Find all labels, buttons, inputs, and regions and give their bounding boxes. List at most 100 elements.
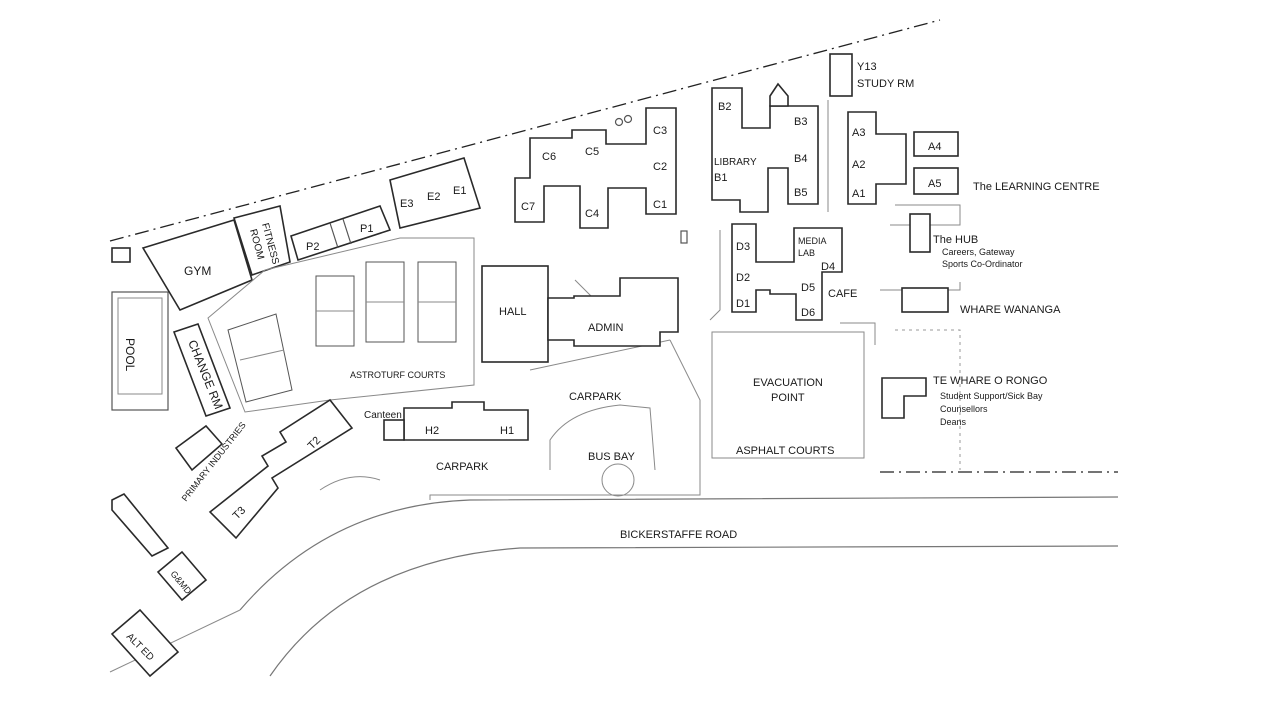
tennis-court-1 [227,313,293,403]
label-c1: C1 [653,199,667,211]
label-p1: P1 [360,223,373,235]
label-e2: E2 [427,191,440,203]
campus-path-10 [709,230,721,321]
label-h1: H1 [500,425,514,437]
canteen-building [383,419,405,441]
a-block [847,111,907,205]
p-block-divider-1 [329,222,339,249]
a5-room [913,167,959,195]
boundary-dotted [895,329,961,470]
label-te-whare-sub-3: Deans [940,417,967,427]
t-block [208,398,354,540]
pool-inner [117,297,163,395]
bickerstaffe-road-edge-south [269,545,1119,677]
label-d1: D1 [736,298,750,310]
label-a1: A1 [852,188,865,200]
label-c2: C2 [653,161,667,173]
tree-marker-2 [623,114,633,124]
label-e3: E3 [400,198,413,210]
label-canteen: Canteen [364,410,402,421]
bickerstaffe-road-edge-north [239,496,1119,611]
e-block [389,157,482,229]
d-block [731,223,843,321]
label-point: POINT [771,392,805,404]
label-whare-wananga: WHARE WANANGA [960,304,1061,316]
label-te-whare: TE WHARE O RONGO [933,375,1048,387]
label-gym: GYM [184,264,211,278]
h-block [403,401,529,441]
fitness-room-building [232,205,291,277]
label-learning-centre: The LEARNING CENTRE [973,181,1100,193]
label-d3: D3 [736,241,750,253]
c-block [514,107,677,229]
hub-building [909,213,931,253]
y13-study-room [829,53,853,97]
label-astroturf: ASTROTURF COURTS [350,370,445,380]
label-library: LIBRARY [714,157,757,168]
label-d5: D5 [801,282,815,294]
label-d6: D6 [801,307,815,319]
label-te-whare-sub-2: Counsellors [940,404,988,414]
label-te-whare-sub-1: Student Support/Sick Bay [940,391,1043,401]
change-room-building [172,322,232,418]
label-a4: A4 [928,141,941,153]
a4-room [913,131,959,157]
label-b5: B5 [794,187,807,199]
gym-building [141,218,253,312]
campus-path-2 [429,470,701,500]
label-b3: B3 [794,116,807,128]
p-block-divider-2 [342,218,352,245]
label-p2: P2 [306,241,319,253]
label-hub: The HUB [933,234,978,246]
label-pool: POOL [123,338,137,372]
tennis-court-1-net [239,349,285,361]
alt-ed-building [110,608,180,678]
label-h2: H2 [425,425,439,437]
b-block [711,87,819,213]
label-c3: C3 [653,125,667,137]
campus-path-5 [319,476,381,491]
label-c4: C4 [585,208,599,220]
label-asphalt-courts: ASPHALT COURTS [736,445,834,457]
label-c5: C5 [585,146,599,158]
bus-bay-roundabout [601,463,635,497]
label-hall: HALL [499,306,527,318]
label-e1: E1 [453,185,466,197]
admin-building [547,277,679,347]
campus-path-3 [549,404,656,471]
gmd-building [156,550,208,602]
label-c6: C6 [542,151,556,163]
b-block-annex [769,82,789,107]
label-y13: Y13 [857,61,877,73]
small-shed [111,247,131,263]
lower-left-building [111,492,170,557]
tree-marker-1 [614,117,624,127]
campus-path-4 [669,339,701,470]
te-whare-o-rongo-building [881,377,927,419]
astroturf-area [207,237,475,413]
pool-outer [111,291,169,411]
label-hub-sub-2: Sports Co-Ordinator [942,259,1023,269]
label-a2: A2 [852,159,865,171]
label-evacuation: EVACUATION [753,377,823,389]
label-a3: A3 [852,127,865,139]
label-c7: C7 [521,201,535,213]
label-study-rm: STUDY RM [857,78,914,90]
p-block [290,205,392,262]
label-bickerstaffe-road: BICKERSTAFFE ROAD [620,529,737,541]
boundary-line-north [109,19,941,242]
label-d4: D4 [821,261,835,273]
campus-path-1 [109,609,241,673]
primary-industries-building [174,424,224,472]
label-cafe: CAFE [828,288,857,300]
label-lab: LAB [798,248,815,258]
label-carpark-2: CARPARK [436,461,489,473]
small-marker [680,230,688,244]
label-hub-sub-1: Careers, Gateway [942,247,1015,257]
label-b1: B1 [714,172,727,184]
label-admin: ADMIN [588,322,624,334]
label-b2: B2 [718,101,731,113]
evacuation-point-area [711,331,865,459]
label-a5: A5 [928,178,941,190]
